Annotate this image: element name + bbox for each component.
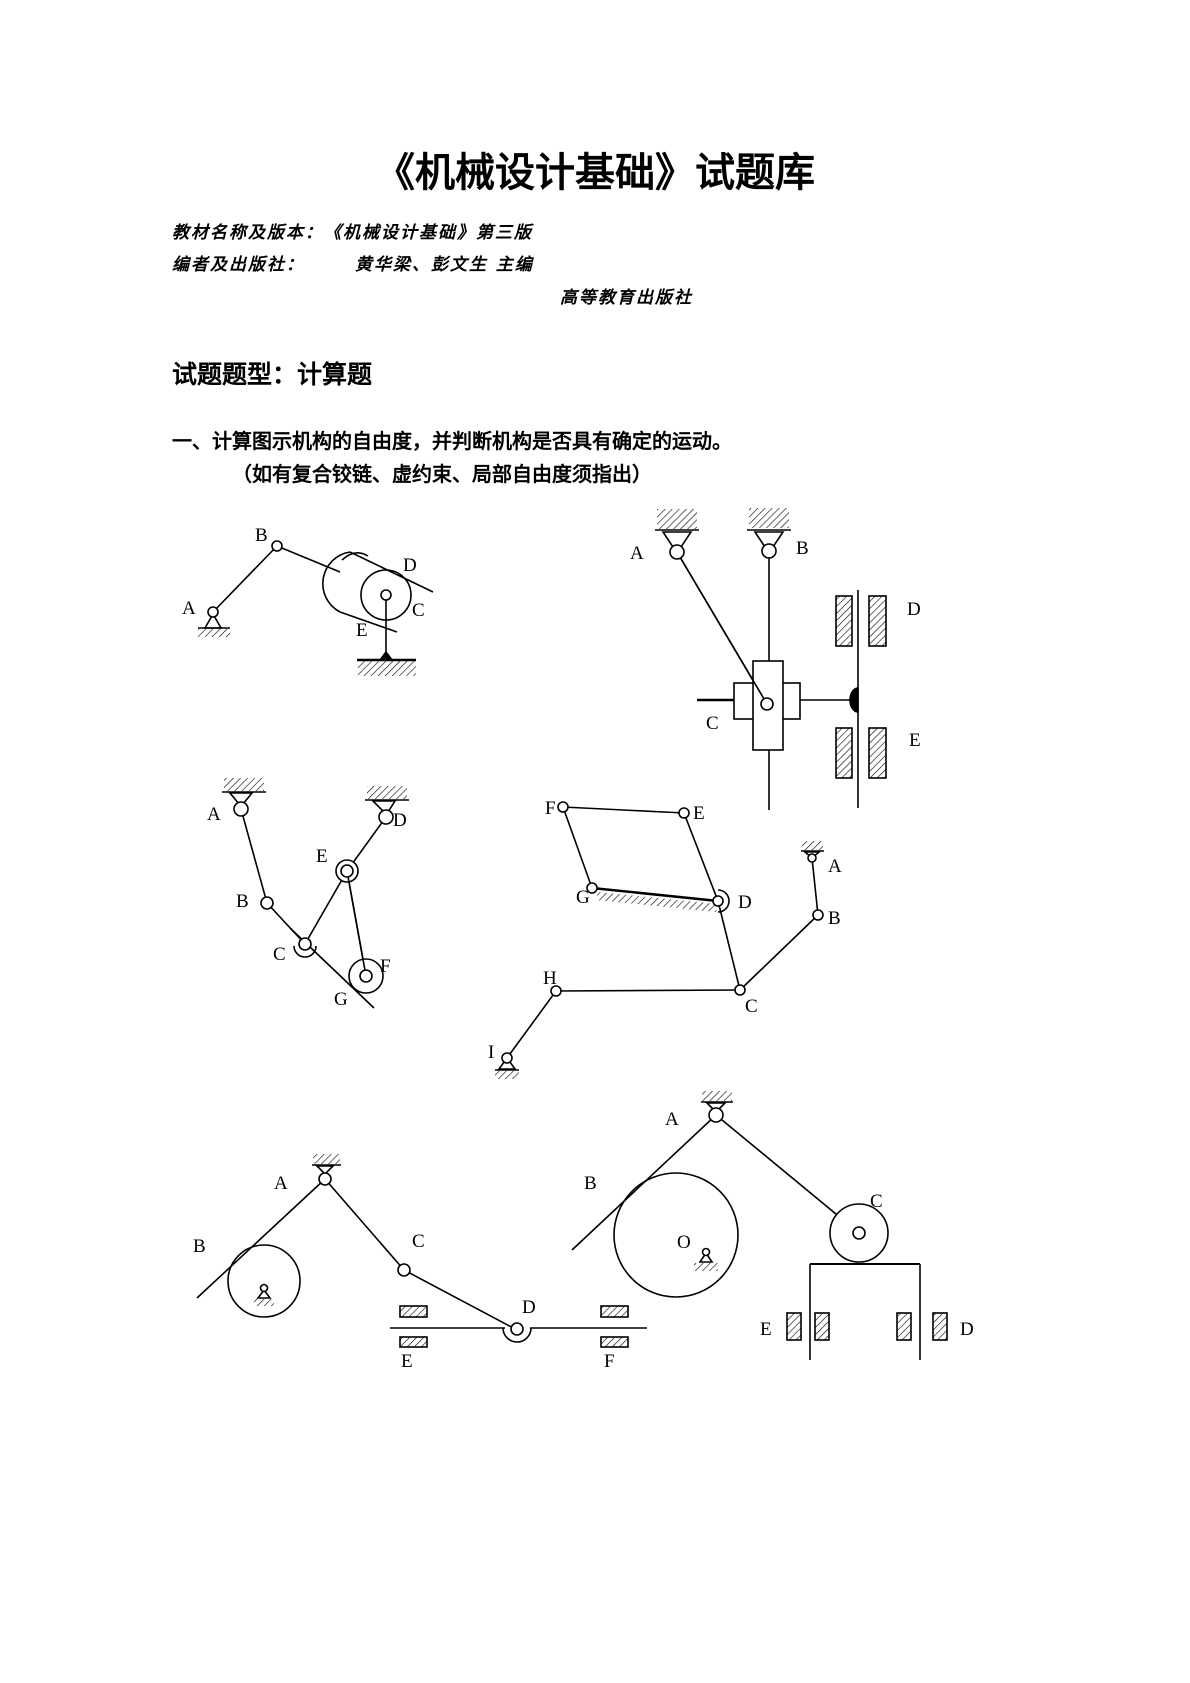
label-E: E bbox=[909, 730, 921, 751]
label-C: C bbox=[412, 1231, 425, 1252]
label-D: D bbox=[403, 555, 417, 576]
label-E: E bbox=[693, 803, 705, 824]
label-H: H bbox=[543, 968, 557, 989]
label-I: I bbox=[488, 1042, 494, 1063]
textbook-label: 教材名称及版本： bbox=[172, 223, 324, 243]
figure-4: F E A G D B H C I bbox=[488, 798, 842, 1079]
question-note: （如有复合铰链、虚约束、局部自由度须指出） bbox=[232, 462, 652, 486]
label-B: B bbox=[236, 891, 249, 912]
label-B: B bbox=[193, 1236, 206, 1257]
label-B: B bbox=[796, 538, 809, 559]
label-A: A bbox=[274, 1173, 288, 1194]
label-B: B bbox=[255, 525, 268, 546]
label-D: D bbox=[960, 1319, 974, 1340]
editor-line: 编者及出版社： 黄华梁、彭文生 主编 bbox=[172, 250, 534, 275]
textbook: 《机械设计基础》第三版 bbox=[324, 223, 533, 243]
label-F: F bbox=[380, 956, 391, 977]
editor-label: 编者及出版社： bbox=[172, 255, 305, 275]
label-A: A bbox=[207, 804, 221, 825]
figure-5: A B C D E F bbox=[193, 1154, 647, 1372]
label-F: F bbox=[545, 798, 556, 819]
label-D: D bbox=[522, 1297, 536, 1318]
label-O: O bbox=[677, 1232, 691, 1253]
page-title: 《机械设计基础》试题库 bbox=[375, 149, 815, 196]
question-type: 试题题型：计算题 bbox=[172, 360, 373, 389]
figure-1: B D A C E bbox=[182, 525, 434, 676]
label-E: E bbox=[401, 1351, 413, 1372]
label-A: A bbox=[182, 598, 196, 619]
label-C: C bbox=[273, 944, 286, 965]
label-A: A bbox=[828, 856, 842, 877]
label-D: D bbox=[738, 892, 752, 913]
label-B: B bbox=[828, 908, 841, 929]
label-E: E bbox=[356, 620, 368, 641]
textbook-line: 教材名称及版本：《机械设计基础》第三版 bbox=[172, 218, 533, 243]
label-D: D bbox=[907, 599, 921, 620]
label-E: E bbox=[760, 1319, 772, 1340]
question-text: 一、计算图示机构的自由度，并判断机构是否具有确定的运动。 bbox=[172, 429, 732, 453]
label-A: A bbox=[630, 543, 644, 564]
label-E: E bbox=[316, 846, 328, 867]
publisher: 高等教育出版社 bbox=[560, 288, 693, 308]
label-G: G bbox=[576, 887, 590, 908]
figure-6: A B C O E D bbox=[571, 1091, 974, 1360]
label-D: D bbox=[393, 810, 407, 831]
editors: 黄华梁、彭文生 主编 bbox=[355, 255, 534, 275]
label-C: C bbox=[412, 600, 425, 621]
label-B: B bbox=[584, 1173, 597, 1194]
label-F: F bbox=[604, 1351, 615, 1372]
label-C: C bbox=[745, 996, 758, 1017]
label-A: A bbox=[665, 1109, 679, 1130]
label-C: C bbox=[706, 713, 719, 734]
label-C: C bbox=[870, 1191, 883, 1212]
figure-3: A D E B C F G bbox=[207, 778, 409, 1010]
figure-2: A B D C E bbox=[630, 508, 921, 810]
label-G: G bbox=[334, 989, 348, 1010]
